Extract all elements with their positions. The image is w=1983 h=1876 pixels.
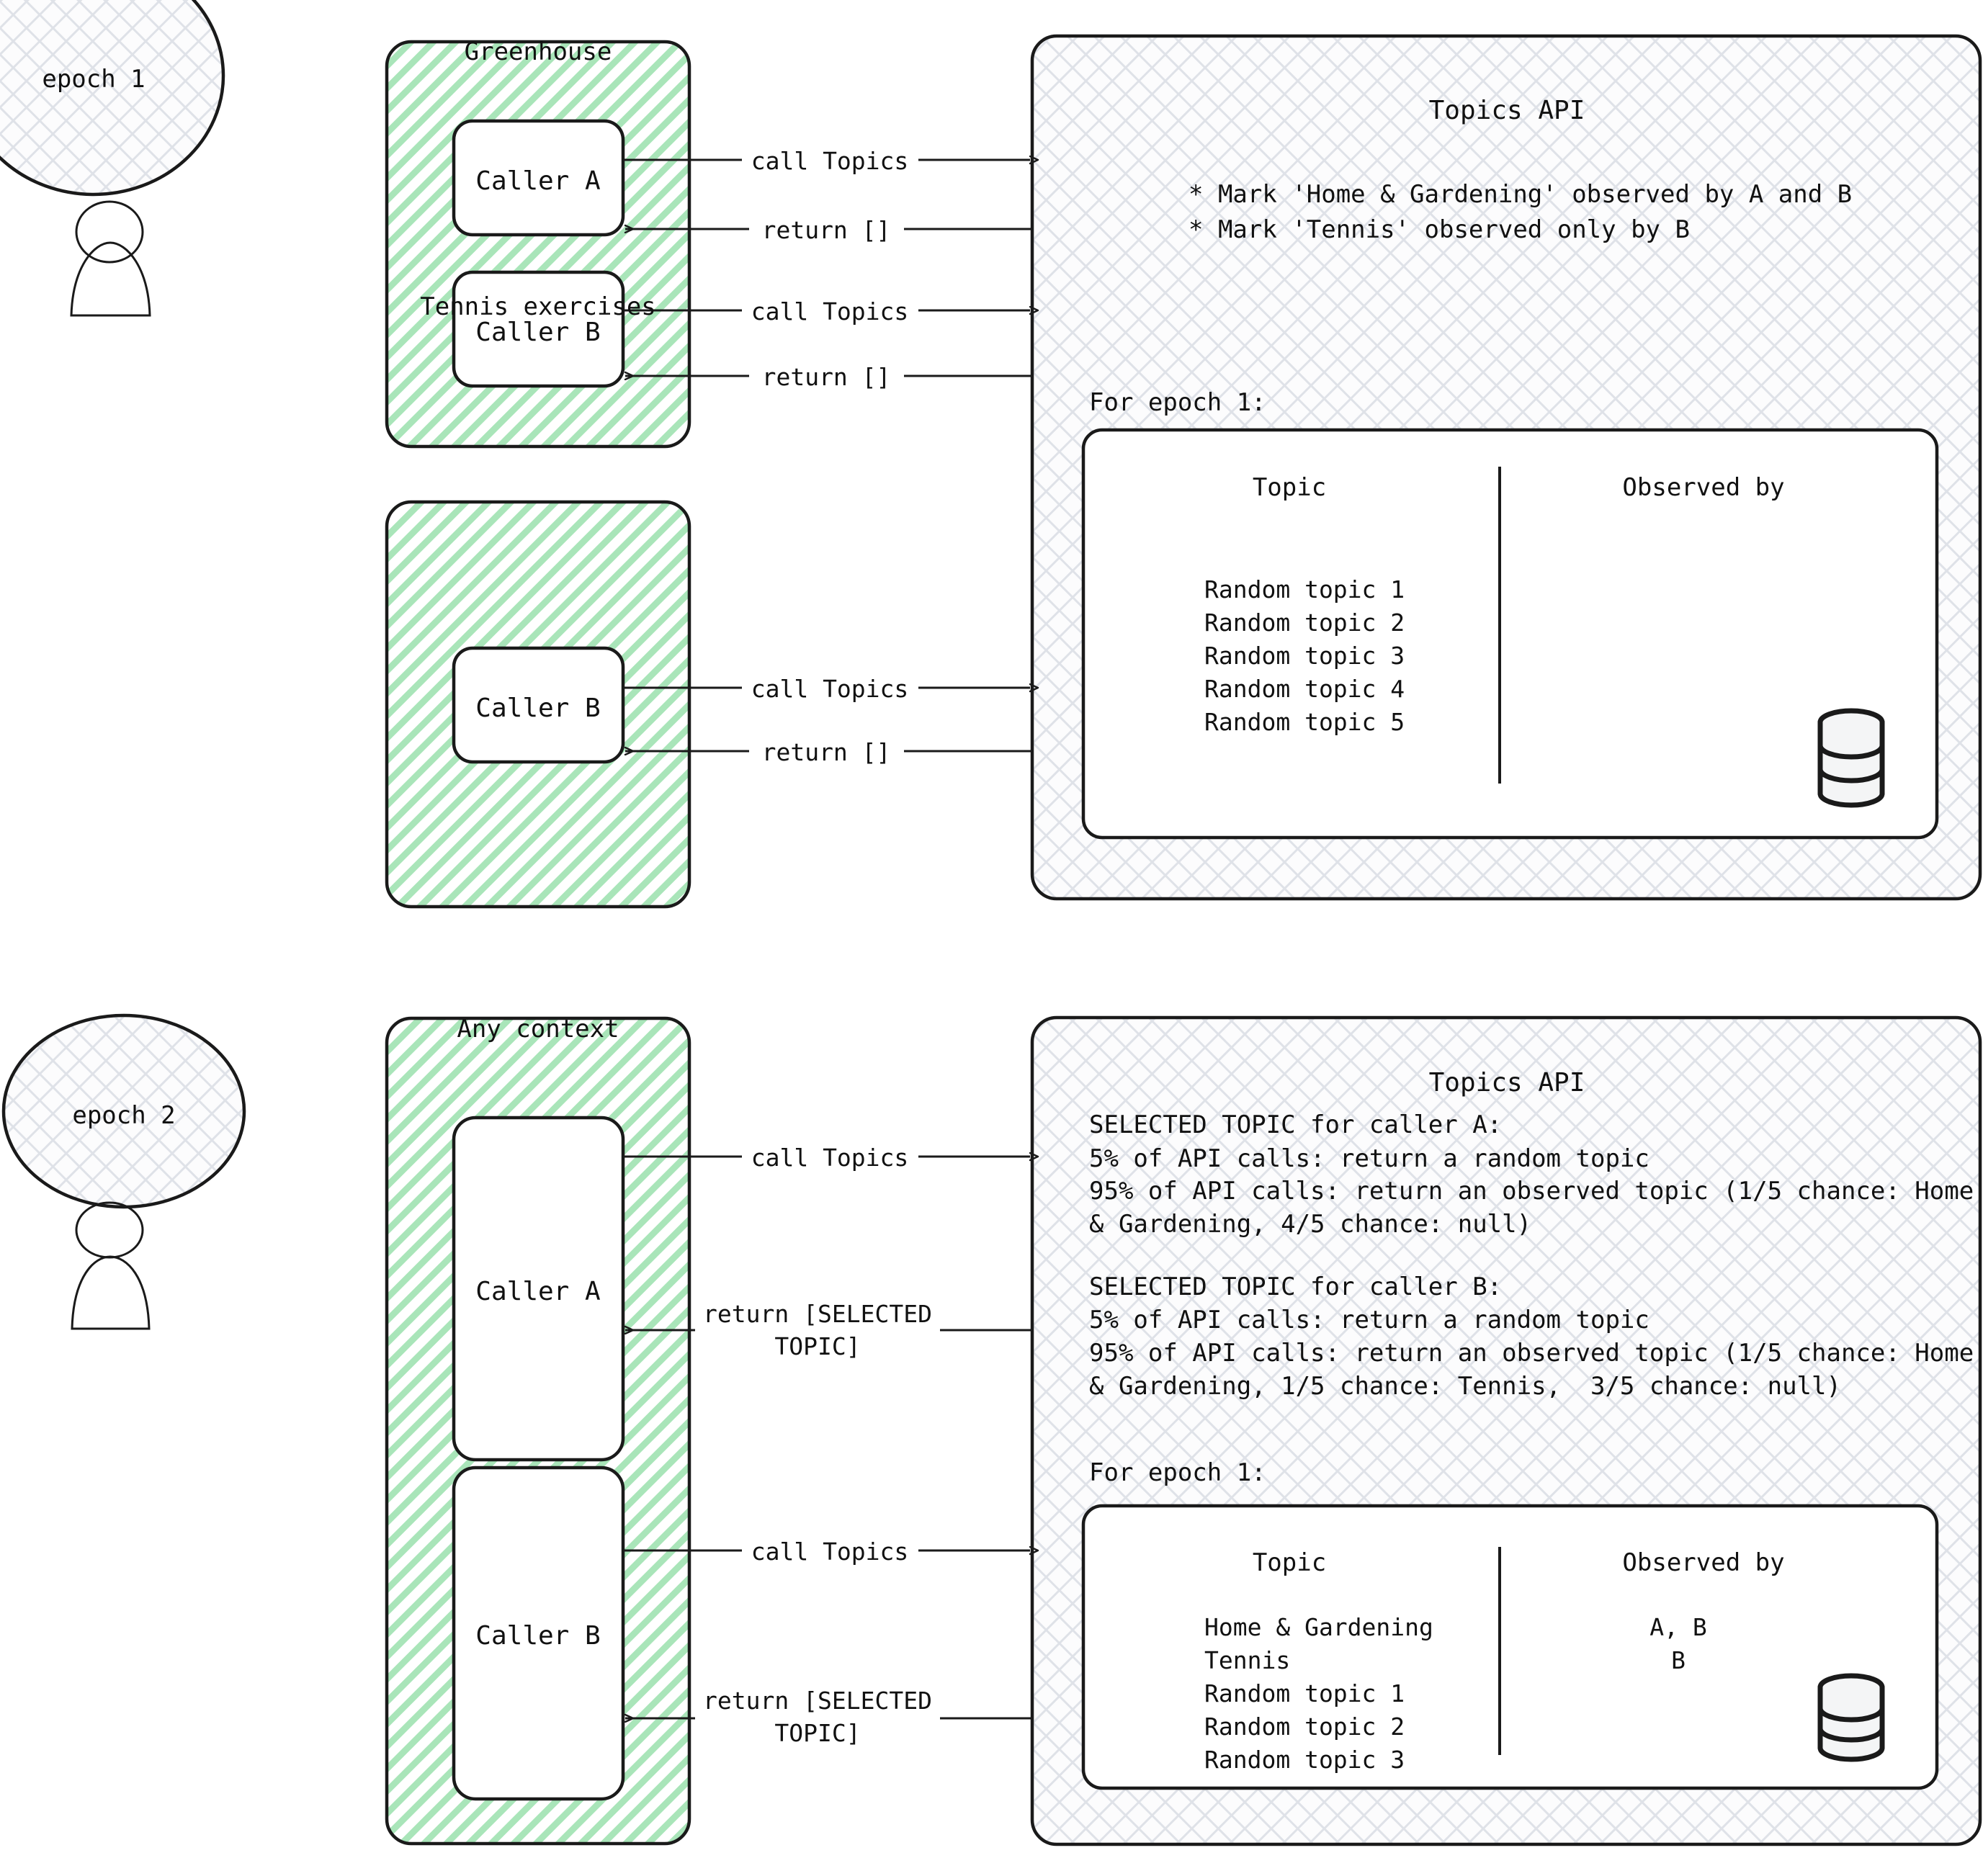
- epoch-1-badge-label: epoch 1: [42, 65, 146, 94]
- node-caller-b-label: Caller B: [475, 318, 601, 347]
- node-caller-a-2: [452, 1116, 625, 1462]
- panel-block-a-line-2: 95% of API calls: return an observed top…: [1089, 1177, 1974, 1206]
- table-header-topic-epoch-1: Topic: [1252, 473, 1327, 502]
- node-caller-b-2-label: Caller B: [475, 1621, 601, 1651]
- node-caller-b: [452, 270, 625, 388]
- panel-block-b-line-2: 95% of API calls: return an observed top…: [1089, 1339, 1974, 1368]
- arrow-b2-call-label: call Topics: [751, 1538, 909, 1566]
- arrow-b1-return-label: return []: [761, 363, 891, 391]
- arrow-a1-call-label: call Topics: [751, 147, 909, 175]
- panel-bullet-1-epoch-1: * Mark 'Home & Gardening' observed by A …: [1189, 180, 1853, 209]
- table-row-topic: Random topic 3: [1204, 642, 1405, 670]
- table-header-topic-epoch-2: Topic: [1252, 1548, 1327, 1577]
- table-row-topic: Random topic 1: [1204, 1679, 1405, 1707]
- table-row-topic: Random topic 2: [1204, 609, 1405, 637]
- panel-block-b-heading: SELECTED TOPIC for caller B:: [1089, 1273, 1503, 1301]
- panel-bullet-2-epoch-1: * Mark 'Tennis' observed only by B: [1189, 215, 1690, 244]
- database-cylinder-icon-epoch-2: [1817, 1673, 1885, 1762]
- database-cylinder-icon-epoch-1: [1817, 708, 1885, 808]
- node-caller-a-label: Caller A: [475, 166, 601, 196]
- person-icon-epoch-2: [71, 1201, 151, 1330]
- arrow-a2-return-label: return [SELECTED TOPIC]: [703, 1300, 932, 1360]
- panel-block-b-line-1: 5% of API calls: return a random topic: [1089, 1306, 1649, 1334]
- table-card-epoch-2: [1081, 1504, 1939, 1790]
- arrow-bt-return-label: return []: [761, 738, 891, 766]
- table-row-topic: Home & Gardening: [1204, 1613, 1433, 1641]
- table-caption-epoch-2: For epoch 1:: [1089, 1458, 1266, 1487]
- epoch-1-badge: [0, 0, 225, 197]
- node-caller-b-tennis-label: Caller B: [475, 694, 601, 723]
- table-row-topic: Random topic 4: [1204, 675, 1405, 703]
- arrow-a1-return-label: return []: [761, 216, 891, 244]
- table-row-topic: Random topic 2: [1204, 1713, 1405, 1741]
- epoch-2-badge-label: epoch 2: [72, 1101, 176, 1130]
- group-greenhouse-label: Greenhouse: [464, 37, 612, 66]
- group-any-context-label: Any context: [457, 1015, 619, 1044]
- panel-title-epoch-2: Topics API: [1428, 1068, 1585, 1098]
- node-caller-b-tennis: [452, 646, 625, 764]
- table-row-topic: Random topic 1: [1204, 575, 1405, 603]
- node-caller-a: [452, 119, 625, 237]
- table-row-observed: B: [1671, 1646, 1686, 1674]
- table-header-observed-epoch-1: Observed by: [1622, 473, 1785, 502]
- arrow-b2-return-label: return [SELECTED TOPIC]: [703, 1687, 932, 1747]
- table-row-topic: Tennis: [1204, 1646, 1291, 1674]
- group-tennis-exercises-label: Tennis exercises: [420, 292, 656, 321]
- panel-block-b-line-3: & Gardening, 1/5 chance: Tennis, 3/5 cha…: [1089, 1372, 1841, 1401]
- table-card-epoch-1: [1081, 428, 1939, 840]
- arrow-bt-call-label: call Topics: [751, 675, 909, 703]
- node-caller-b-2: [452, 1466, 625, 1801]
- table-row-observed: A, B: [1649, 1613, 1707, 1641]
- table-header-observed-epoch-2: Observed by: [1622, 1548, 1785, 1577]
- epoch-2-badge: [1, 1013, 246, 1209]
- node-caller-a-2-label: Caller A: [475, 1277, 601, 1306]
- person-icon-epoch-1: [70, 200, 151, 317]
- table-row-topic: Random topic 3: [1204, 1746, 1405, 1774]
- panel-block-a-line-3: & Gardening, 4/5 chance: null): [1089, 1210, 1532, 1239]
- arrow-b1-call-label: call Topics: [751, 297, 909, 326]
- arrow-a2-call-label: call Topics: [751, 1144, 909, 1172]
- panel-block-a-heading: SELECTED TOPIC for caller A:: [1089, 1110, 1503, 1139]
- table-caption-epoch-1: For epoch 1:: [1089, 388, 1266, 417]
- panel-block-a-line-1: 5% of API calls: return a random topic: [1089, 1144, 1649, 1173]
- panel-title-epoch-1: Topics API: [1428, 96, 1585, 125]
- table-row-topic: Random topic 5: [1204, 708, 1405, 736]
